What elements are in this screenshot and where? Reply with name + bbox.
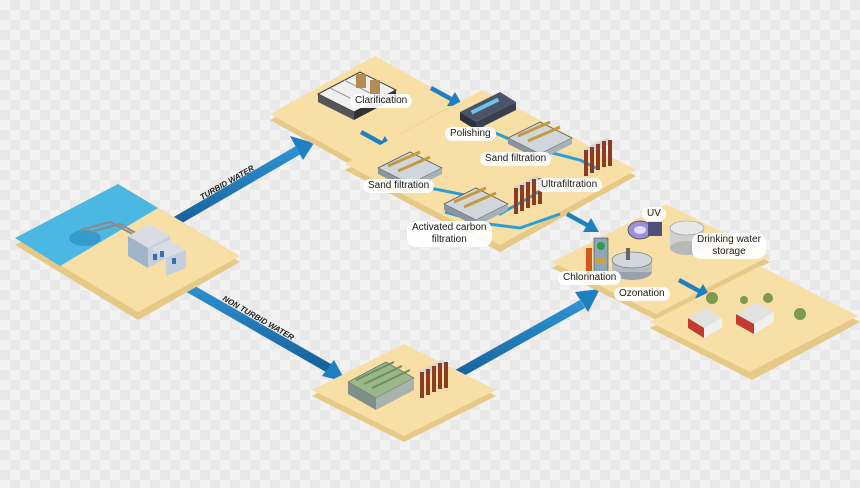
filtration-platform [345,90,636,252]
activated-carbon-filter-icon [443,186,509,226]
polishing-label: Polishing [445,127,496,141]
clarification-label: Clarification [350,94,413,108]
water-body [15,184,158,266]
ultrafiltration-unit-icon-top [582,138,614,176]
chlorination-label: Chlorination [558,271,622,285]
arrow-to-disinfection [566,212,599,232]
polishing-unit-icon [460,92,516,130]
arrow-to-town [678,278,711,298]
non-turbid-water-arrow [176,278,346,382]
drinking-water-storage-label: Drinking water storage [692,233,766,259]
storage-tank-icon [669,220,705,255]
arrow-to-polishing [430,86,463,106]
drinking-water-line1: Drinking water [697,234,761,245]
ultrafiltration-label: Ultrafiltration [536,178,603,192]
uv-unit-icon [627,220,662,240]
ultrafiltration-unit-icon-bottom [418,360,450,398]
turbid-water-arrow [172,136,314,226]
activated-carbon-line1: Activated carbon [412,222,487,233]
ozonation-unit-icon [611,248,653,280]
intake-building-icon [128,224,186,276]
drinking-water-line2: storage [712,246,746,257]
activated-carbon-label: Activated carbon filtration [407,221,492,247]
activated-carbon-line2: filtration [431,234,467,245]
membrane-filter-icon [347,361,415,410]
sand-filtration-left-label: Sand filtration [363,179,435,193]
houses-icon [688,292,806,338]
ozonation-label: Ozonation [614,287,670,301]
sand-filtration-top-label: Sand filtration [480,152,552,166]
arrow-to-chlorination [448,289,600,382]
uv-label: UV [642,207,666,221]
